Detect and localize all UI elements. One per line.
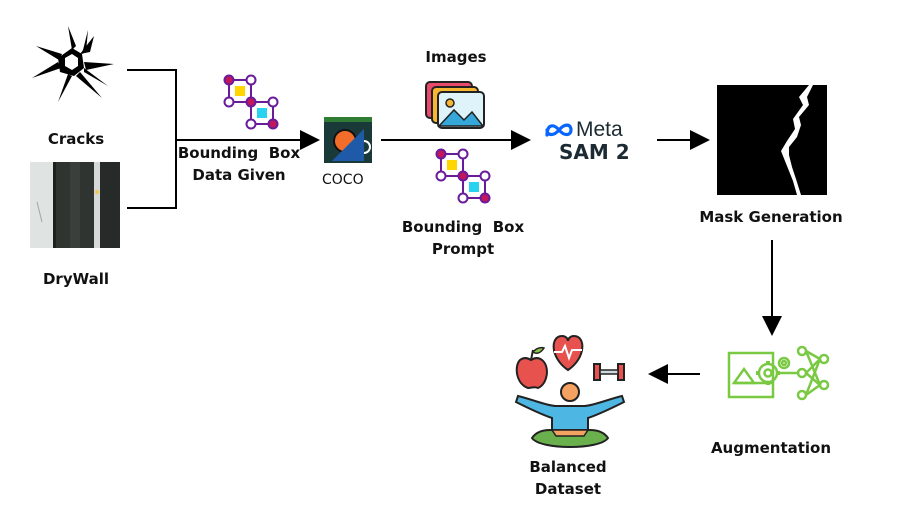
bbox-given-label: Bounding Box Data Given [176,142,302,186]
bbox-prompt-label: Bounding Box Prompt [400,216,526,260]
bbox-prompt-line1: Bounding Box [401,218,525,236]
balanced-dataset-label: Balanced Dataset [529,458,607,498]
drywall-photo-icon [30,162,120,248]
bbox-given-line2: Data Given [192,166,286,184]
images-stack-icon [425,81,485,129]
coco-label: COCO [322,172,364,188]
bracket-cracks [127,69,177,209]
meta-logo-icon [545,123,573,137]
coco-logo-icon [324,117,372,163]
crack-mask-icon [717,85,827,195]
images-label: Images [425,48,487,66]
bbox-given-line1: Bounding Box [177,144,301,162]
mask-generation-label: Mask Generation [699,208,843,226]
augmentation-icon [727,345,830,401]
cracks-label: Cracks [47,130,105,148]
augmentation-label: Augmentation [710,439,832,457]
bbox-prompt-line2: Prompt [431,240,495,258]
meta-label: Meta [576,118,623,141]
balanced-dataset-icon [514,334,626,448]
meta-sam-logo: Meta SAM 2 [544,118,644,164]
crack-icon [32,26,114,102]
bounding-box-icon [223,74,279,130]
drywall-label: DryWall [42,270,110,288]
sam2-label: SAM 2 [559,140,630,164]
bounding-box-prompt-icon [435,148,491,204]
